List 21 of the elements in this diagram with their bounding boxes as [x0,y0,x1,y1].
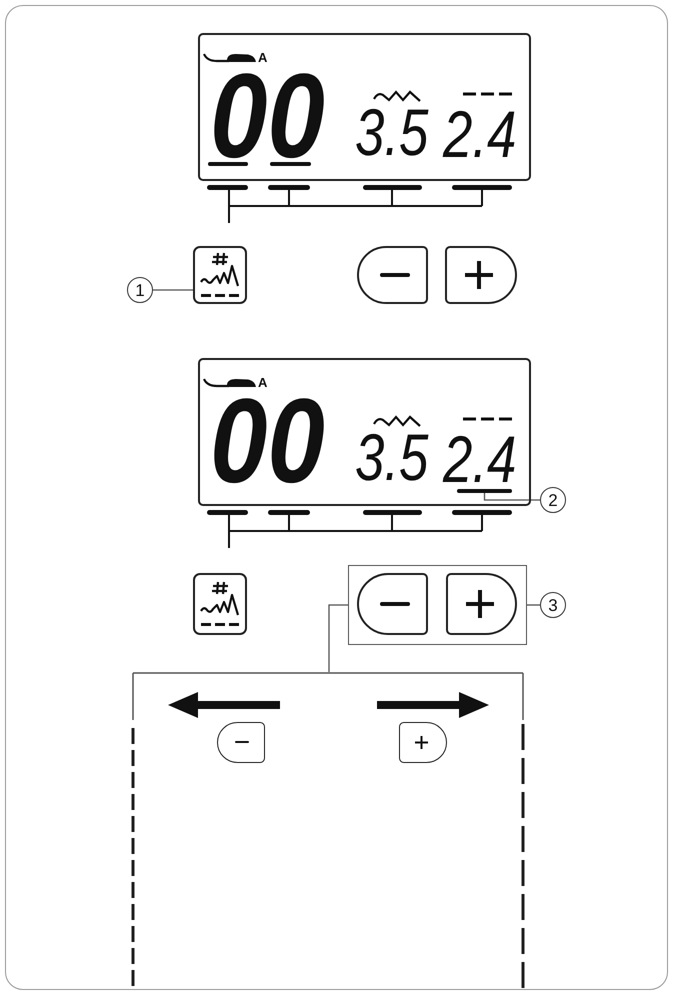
width-value: 3.5 [355,431,428,484]
leader-line [328,604,348,672]
leader-line [153,289,193,291]
callout-number: 2 [540,487,566,513]
length-value: 2.4 [443,108,516,161]
width-value: 3.5 [355,106,428,159]
callout-number: 1 [127,277,153,303]
length-value: 2.4 [443,433,516,486]
pattern-number: 00 [210,68,325,164]
callout-number: 3 [540,592,566,618]
lcd-display [198,33,531,181]
leader-line [527,604,540,606]
underline-mark [457,489,512,493]
lcd-letter: A [258,51,268,64]
stitch-button [193,573,247,635]
lcd-letter: A [258,376,268,389]
pattern-number: 00 [210,393,325,489]
stitch-button [193,246,247,304]
lcd-display [198,358,531,506]
highlight-frame [348,565,527,645]
bracket [131,672,525,990]
